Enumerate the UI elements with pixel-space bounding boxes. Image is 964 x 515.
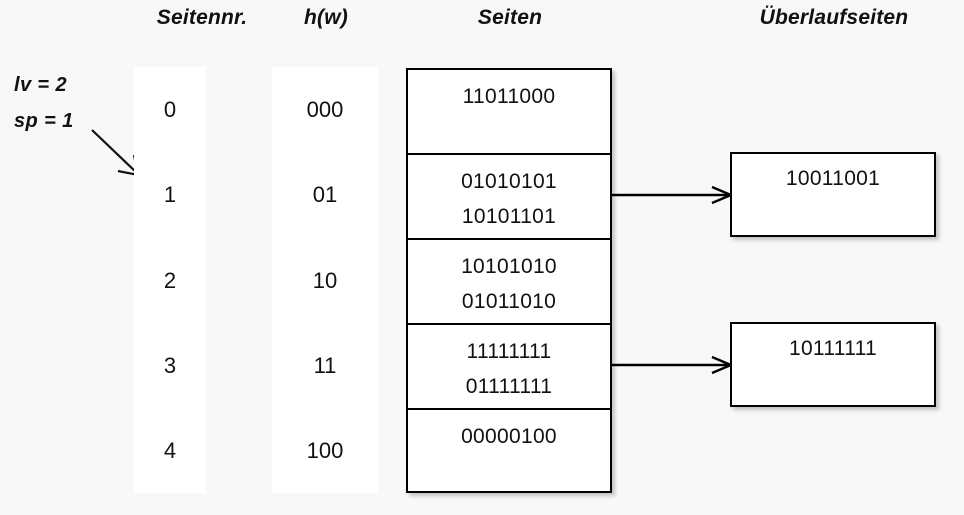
hash-value-column: 000 01 10 11 100: [272, 67, 378, 493]
page-entry: 01111111: [465, 375, 553, 398]
pages-table: 11011000 01010101 10101101 10101010 0101…: [406, 68, 612, 493]
column-header-overflow-pages: Überlaufseiten: [759, 6, 909, 29]
page-number-cell: 3: [163, 353, 177, 378]
hash-value-cell: 100: [306, 438, 344, 463]
param-split-pointer: sp = 1: [14, 110, 74, 132]
page-entry: 10101010: [461, 255, 557, 278]
page-number-cell: 4: [163, 438, 177, 463]
column-header-page-number: Seitennr.: [156, 6, 248, 29]
page-number-cell: 0: [163, 97, 177, 122]
overflow-page-entry: 10111111: [788, 337, 878, 360]
column-header-hash: h(w): [304, 6, 348, 29]
param-level-value: lv = 2: [14, 74, 67, 96]
arrow-right-icon: [610, 185, 734, 205]
table-row: 11111111 01111111: [408, 325, 610, 410]
page-entry: 01011010: [461, 290, 557, 313]
overflow-page-box: 10111111: [730, 322, 936, 407]
page-entry: 00000100: [461, 425, 557, 448]
page-number-column: 0 1 2 3 4: [134, 67, 206, 493]
table-row: 11011000: [408, 70, 610, 155]
page-number-cell: 1: [163, 182, 177, 207]
table-row: 00000100: [408, 410, 610, 495]
arrow-right-icon: [610, 355, 734, 375]
hash-value-cell: 000: [306, 97, 344, 122]
table-row: 01010101 10101101: [408, 155, 610, 240]
page-entry: 11011000: [462, 85, 556, 108]
overflow-page-box: 10011001: [730, 152, 936, 237]
page-entry: 11111111: [466, 340, 552, 363]
hash-value-cell: 11: [313, 353, 337, 378]
page-entry: 10101101: [461, 205, 557, 228]
hash-value-cell: 01: [312, 182, 338, 207]
page-entry: 01010101: [461, 170, 557, 193]
page-number-cell: 2: [163, 268, 177, 293]
table-row: 10101010 01011010: [408, 240, 610, 325]
column-header-pages: Seiten: [477, 6, 543, 29]
hash-value-cell: 10: [312, 268, 338, 293]
overflow-page-entry: 10011001: [785, 167, 881, 190]
